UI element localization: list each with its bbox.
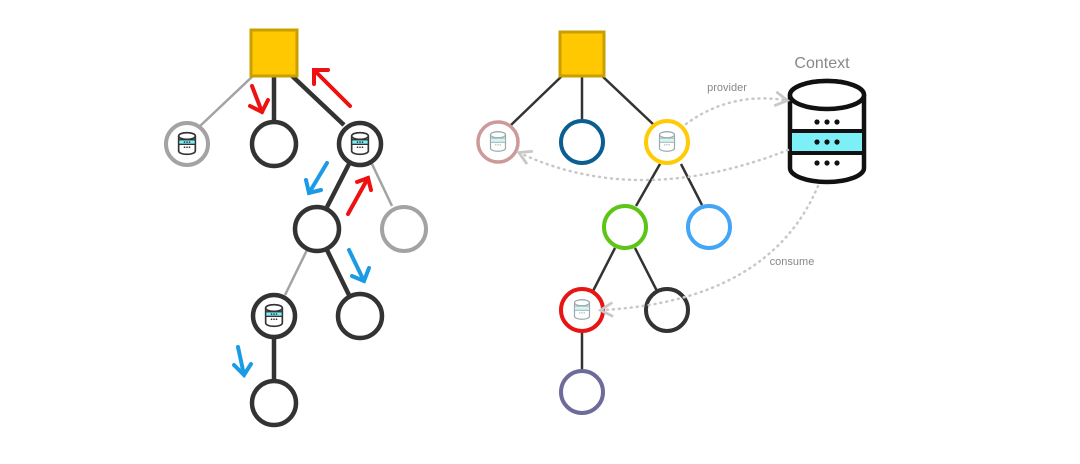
- consumer-node: [559, 287, 605, 333]
- edge: [283, 249, 309, 296]
- blue-arrow-icon: [347, 248, 371, 284]
- database-icon: [658, 131, 676, 152]
- red-arrow-icon: [346, 175, 373, 216]
- database-icon: [177, 131, 197, 156]
- edge: [324, 249, 352, 296]
- tree-node: [686, 204, 732, 250]
- edge: [370, 163, 394, 207]
- database-icon: [573, 299, 591, 320]
- store-node: [336, 120, 384, 168]
- blue-arrow-icon: [232, 345, 253, 379]
- edge: [510, 73, 565, 126]
- store-node: [250, 292, 298, 340]
- database-icon: [489, 131, 507, 152]
- consume-label: consume: [770, 256, 815, 268]
- tree-node: [559, 369, 605, 415]
- red-arrow-icon: [248, 84, 270, 115]
- tree-node: [249, 378, 299, 428]
- edge: [198, 73, 256, 128]
- tree-node: [380, 205, 428, 253]
- context-database-icon: [787, 78, 867, 185]
- edge: [633, 247, 660, 294]
- blue-arrow-icon: [304, 161, 329, 196]
- provider-link: [684, 90, 791, 126]
- edge: [599, 73, 655, 126]
- tree-node: [249, 119, 299, 169]
- left-tree: [164, 28, 428, 428]
- root-node: [249, 28, 299, 78]
- store-node: [164, 121, 210, 167]
- database-icon: [350, 131, 370, 156]
- provider-node: [644, 119, 690, 165]
- tree-node: [644, 287, 690, 333]
- context-label: Context: [794, 55, 850, 72]
- consume-link: [597, 184, 820, 318]
- tree-node: [559, 119, 605, 165]
- root-node: [558, 30, 606, 78]
- right-tree: [476, 30, 732, 415]
- edge: [634, 163, 662, 207]
- edge: [324, 162, 352, 209]
- context-to-node-link: [516, 148, 790, 182]
- edge: [590, 247, 617, 294]
- tree-node: [335, 291, 385, 341]
- edge: [679, 163, 704, 206]
- database-icon: [264, 303, 284, 328]
- store-node: [476, 120, 520, 164]
- provider-label: provider: [707, 82, 747, 94]
- tree-node: [602, 204, 648, 250]
- edge: [288, 72, 346, 127]
- tree-node: [292, 204, 342, 254]
- red-arrow-icon: [312, 68, 352, 108]
